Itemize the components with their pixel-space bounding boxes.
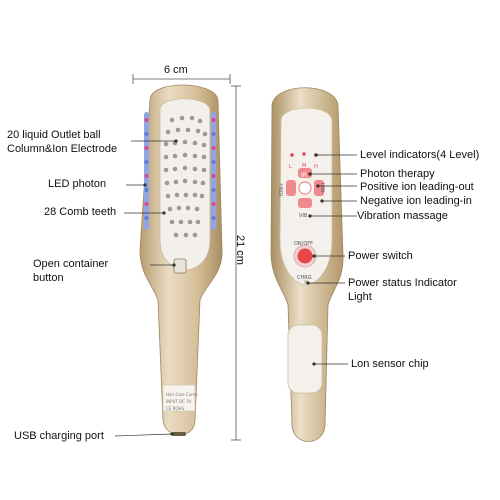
container-button bbox=[173, 258, 187, 274]
level-letter-h: H bbox=[314, 164, 318, 170]
ion-plus-marking: ION+ bbox=[279, 182, 285, 196]
back-label-line-1: Hair Care Comb bbox=[166, 392, 198, 397]
positive-ion-label: Positive ion leading-out bbox=[360, 181, 474, 193]
width-dimension-line bbox=[132, 74, 231, 84]
sensor-label: Lon sensor chip bbox=[351, 358, 429, 370]
comb-teeth bbox=[163, 115, 208, 238]
chrg-marking: CHRG bbox=[297, 275, 312, 281]
ir-marking: IR bbox=[301, 172, 307, 179]
width-label: 6 cm bbox=[164, 64, 188, 76]
vibration-label: Vibration massage bbox=[357, 210, 448, 222]
brush-back-view bbox=[270, 87, 344, 442]
ion-minus-marking: ION- bbox=[319, 183, 325, 194]
control-pad bbox=[286, 168, 324, 208]
status-label-line-1: Power status Indicator bbox=[348, 277, 457, 289]
photon-label: Photon therapy bbox=[360, 168, 435, 180]
back-label-line-3: CE ROHS bbox=[166, 406, 185, 411]
outlet-label-line-2: Column&Ion Electrode bbox=[7, 143, 118, 155]
height-label: 21 cm bbox=[234, 235, 246, 265]
level-letter-m: M bbox=[302, 163, 307, 169]
back-label-line-2: INPUT DC 5V bbox=[166, 399, 192, 404]
on-off-marking: ON/OFF bbox=[294, 241, 314, 247]
brush-front-view bbox=[139, 84, 223, 436]
status-label-line-2: Light bbox=[348, 291, 372, 303]
led-strip-right bbox=[211, 112, 216, 230]
container-label-line-1: Open container bbox=[33, 258, 109, 270]
vib-marking: VIB bbox=[299, 213, 308, 219]
led-label: LED photon bbox=[48, 178, 107, 190]
negative-ion-label: Negative ion leading-in bbox=[360, 195, 472, 207]
led-strip-left bbox=[144, 112, 149, 230]
power-switch-label: Power switch bbox=[348, 250, 413, 262]
height-dimension-line bbox=[231, 85, 241, 441]
outlet-label-line-1: 20 liquid Outlet ball bbox=[7, 129, 101, 141]
level-letter-l: L bbox=[289, 164, 292, 170]
leader-lines bbox=[114, 139, 357, 437]
container-label-line-2: button bbox=[33, 272, 64, 284]
comb-label: 28 Comb teeth bbox=[44, 206, 117, 218]
usb-label: USB charging port bbox=[14, 430, 104, 442]
level-label: Level indicators(4 Level) bbox=[360, 149, 480, 161]
